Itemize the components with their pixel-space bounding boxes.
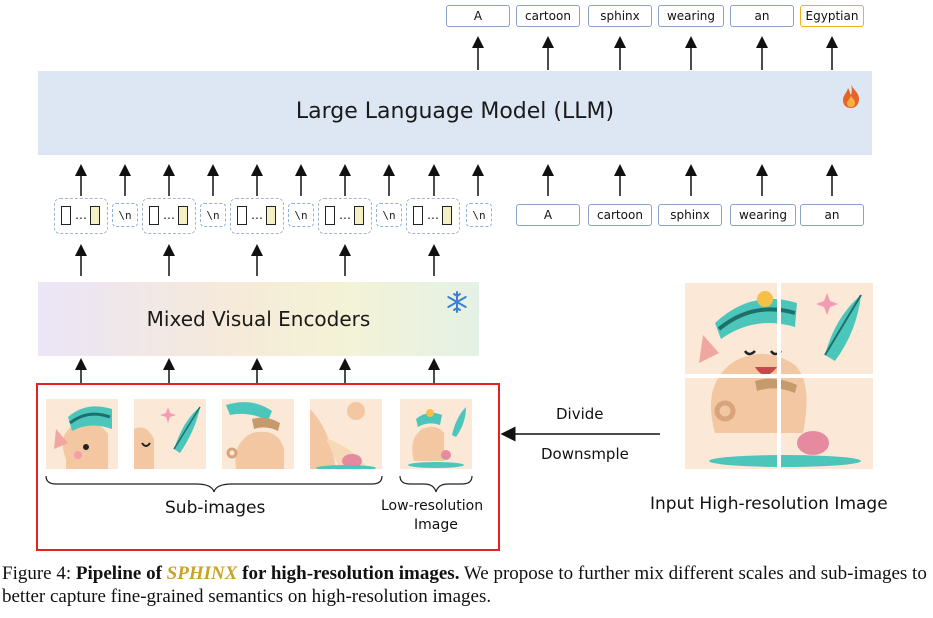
divide-label: Divide — [556, 405, 604, 423]
visual-token — [325, 206, 335, 225]
downsample-label: Downsmple — [541, 445, 629, 463]
fire-icon — [840, 83, 862, 113]
mixed-visual-encoders-block: Mixed Visual Encoders — [38, 282, 479, 356]
caption-prefix: Figure 4: — [2, 563, 76, 584]
output-arrows — [472, 36, 838, 70]
visual-token — [90, 206, 100, 225]
visual-token — [413, 206, 423, 225]
newline-token: \n — [112, 203, 138, 227]
visual-token-group-2: … — [142, 198, 196, 234]
sub-images-brace — [45, 475, 473, 493]
visual-token-group-5: … — [406, 198, 460, 234]
low-resolution-image — [400, 399, 472, 469]
sub-image-1 — [46, 399, 118, 469]
input-token-cartoon: cartoon — [588, 204, 652, 226]
newline-token: \n — [376, 203, 402, 227]
ellipsis-text: … — [75, 208, 87, 222]
ellipsis-text: … — [339, 208, 351, 222]
output-token-cartoon: cartoon — [516, 5, 580, 27]
encoder-title: Mixed Visual Encoders — [146, 307, 371, 331]
visual-token — [442, 206, 452, 225]
snowflake-icon — [446, 291, 468, 317]
input-token-wearing: wearing — [730, 204, 796, 226]
ellipsis-text: … — [163, 208, 175, 222]
visual-token-group-4: … — [318, 198, 372, 234]
output-token-sphinx: sphinx — [588, 5, 652, 27]
encoder-input-arrows — [75, 358, 440, 384]
input-high-resolution-image — [685, 283, 873, 469]
llm-block: Large Language Model (LLM) — [38, 71, 872, 155]
visual-token — [266, 206, 276, 225]
caption-rest: We propose to further mix different scal… — [2, 563, 927, 607]
input-image-label: Input High-resolution Image — [650, 494, 888, 514]
figure-caption: Figure 4: Pipeline of SPHINX for high-re… — [2, 562, 932, 608]
visual-token — [178, 206, 188, 225]
input-token-an: an — [800, 204, 864, 226]
sub-images-label: Sub-images — [165, 498, 266, 518]
output-token-wearing: wearing — [658, 5, 724, 27]
llm-input-arrows — [75, 164, 838, 196]
visual-token-group-1: … — [54, 198, 108, 234]
downsample-arrow — [500, 426, 660, 442]
caption-bold-start: Pipeline of — [75, 563, 167, 584]
visual-token — [354, 206, 364, 225]
sub-image-4 — [310, 399, 382, 469]
llm-title: Large Language Model (LLM) — [295, 99, 615, 124]
newline-token: \n — [466, 203, 492, 227]
low-resolution-label-2: Image — [414, 517, 458, 533]
low-resolution-label-1: Low-resolution — [381, 498, 484, 514]
sub-images-frame — [36, 383, 500, 551]
ellipsis-text: … — [427, 208, 439, 222]
input-token-a: A — [516, 204, 580, 226]
sub-image-2 — [134, 399, 206, 469]
visual-token — [237, 206, 247, 225]
output-token-egyptian: Egyptian — [800, 5, 864, 27]
output-token-an: an — [730, 5, 794, 27]
sub-image-3 — [222, 399, 294, 469]
caption-sphinx-name: SPHINX — [166, 563, 238, 584]
encoder-output-arrows — [75, 244, 440, 276]
visual-token — [61, 206, 71, 225]
caption-bold-end: for high-resolution images. — [237, 563, 460, 584]
output-token-a: A — [446, 5, 510, 27]
visual-token-group-3: … — [230, 198, 284, 234]
newline-token: \n — [200, 203, 226, 227]
input-token-sphinx: sphinx — [658, 204, 722, 226]
newline-token: \n — [288, 203, 314, 227]
visual-token — [149, 206, 159, 225]
ellipsis-text: … — [251, 208, 263, 222]
